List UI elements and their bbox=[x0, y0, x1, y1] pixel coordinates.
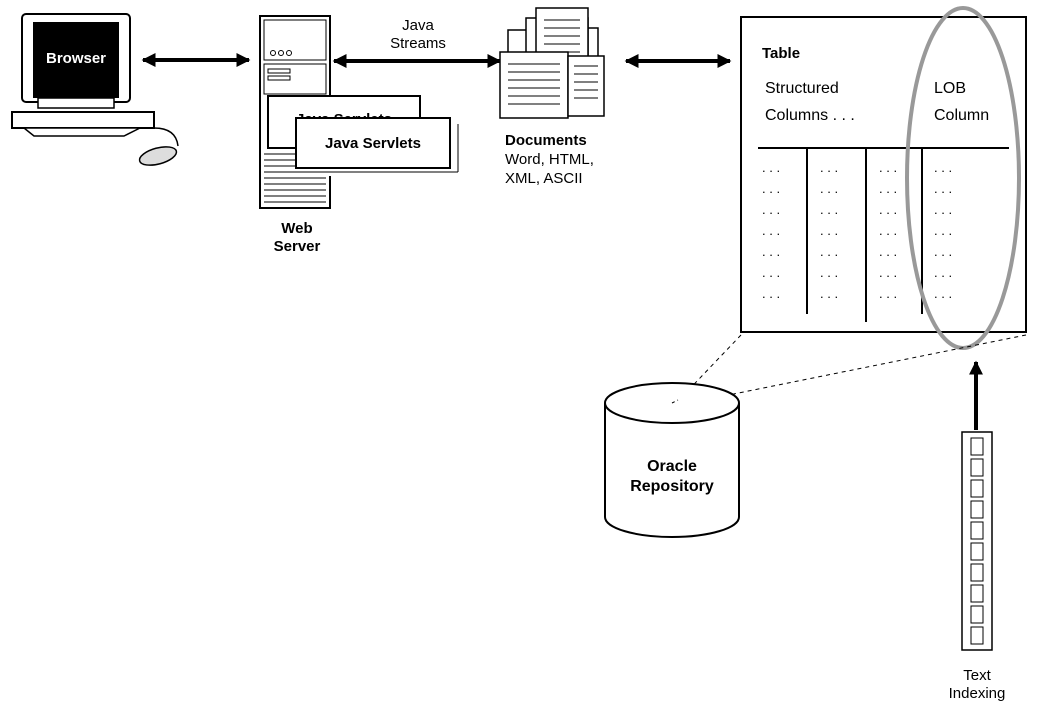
table-cell-ellipsis: . . . bbox=[762, 223, 780, 238]
table-cells: . . . . . . . . . . . . . . . . . . . . . . . .… bbox=[762, 160, 952, 301]
table-title: Table bbox=[762, 45, 800, 62]
table-cell-ellipsis: . . . bbox=[820, 244, 838, 259]
documents-formats-line2: XML, ASCII bbox=[505, 170, 583, 187]
servlet-front-label: Java Servlets bbox=[325, 135, 421, 152]
documents: Documents Word, HTML, XML, ASCII bbox=[499, 7, 605, 187]
index-cell bbox=[970, 563, 984, 582]
table-cell-ellipsis: . . . bbox=[934, 265, 952, 280]
lob-column-line1: LOB bbox=[934, 80, 966, 97]
table-cell-ellipsis: . . . bbox=[820, 265, 838, 280]
table-cell-ellipsis: . . . bbox=[762, 160, 780, 175]
table-box: Table Structured Columns . . . LOB Colum… bbox=[740, 16, 1027, 333]
table-cell-ellipsis: . . . bbox=[820, 223, 838, 238]
table-cell-ellipsis: . . . bbox=[762, 244, 780, 259]
index-cells bbox=[970, 437, 984, 645]
index-cell bbox=[970, 479, 984, 498]
index-cell bbox=[970, 626, 984, 645]
table-cell-ellipsis: . . . bbox=[934, 244, 952, 259]
table-cell-ellipsis: . . . bbox=[934, 286, 952, 301]
table-cell-ellipsis: . . . bbox=[879, 244, 897, 259]
table-cell-ellipsis: . . . bbox=[762, 286, 780, 301]
table-cell-ellipsis: . . . bbox=[934, 160, 952, 175]
documents-title: Documents bbox=[505, 132, 587, 149]
index-cell bbox=[970, 584, 984, 603]
table-cell-ellipsis: . . . bbox=[879, 202, 897, 217]
text-indexing: Text Indexing bbox=[949, 360, 1006, 702]
index-cell bbox=[970, 605, 984, 624]
servlet-card-front: Java Servlets bbox=[295, 117, 459, 176]
repository-label-line1: Oracle bbox=[647, 458, 697, 475]
table-cell-ellipsis: . . . bbox=[762, 202, 780, 217]
table-cell-ellipsis: . . . bbox=[879, 181, 897, 196]
documents-formats-line1: Word, HTML, bbox=[505, 151, 594, 168]
table-cell-ellipsis: . . . bbox=[879, 223, 897, 238]
table-cell-ellipsis: . . . bbox=[934, 202, 952, 217]
table-cell-ellipsis: . . . bbox=[820, 202, 838, 217]
index-cell bbox=[970, 542, 984, 561]
index-cell bbox=[970, 458, 984, 477]
index-cell bbox=[970, 437, 984, 456]
database-cylinder-icon bbox=[604, 382, 740, 538]
table-cell-ellipsis: . . . bbox=[879, 265, 897, 280]
index-cell bbox=[970, 500, 984, 519]
table-cell-ellipsis: . . . bbox=[762, 181, 780, 196]
oracle-repository: Oracle Repository bbox=[604, 382, 740, 538]
desktop-computer-icon bbox=[11, 13, 179, 166]
index-cell bbox=[970, 521, 984, 540]
table-cell-ellipsis: . . . bbox=[820, 286, 838, 301]
zoom-line bbox=[678, 334, 1027, 406]
table-cell-ellipsis: . . . bbox=[820, 160, 838, 175]
web-server-caption-line1: Web bbox=[281, 220, 312, 237]
indexing-label-line1: Text bbox=[963, 667, 991, 684]
document-stack-icon bbox=[499, 7, 605, 119]
lob-column-line2: Column bbox=[934, 107, 989, 124]
indexing-label-line2: Indexing bbox=[949, 685, 1006, 702]
table-cell-ellipsis: . . . bbox=[820, 181, 838, 196]
streams-label-line2: Streams bbox=[390, 35, 446, 52]
table-cell-ellipsis: . . . bbox=[934, 181, 952, 196]
table-cell-ellipsis: . . . bbox=[879, 160, 897, 175]
table-cell-ellipsis: . . . bbox=[879, 286, 897, 301]
table-cell-ellipsis: . . . bbox=[934, 223, 952, 238]
browser-computer: Browser bbox=[11, 13, 179, 166]
web-server-caption-line2: Server bbox=[274, 238, 321, 255]
browser-label: Browser bbox=[46, 50, 106, 67]
structured-columns-line1: Structured bbox=[765, 80, 839, 97]
structured-columns-line2: Columns . . . bbox=[765, 107, 855, 124]
repository-label-line2: Repository bbox=[630, 478, 714, 495]
index-strip-icon bbox=[961, 431, 993, 651]
web-server: Java Servlets Java Servlets Web Server bbox=[259, 15, 459, 255]
streams-label-line1: Java bbox=[402, 17, 434, 34]
table-cell-ellipsis: . . . bbox=[762, 265, 780, 280]
